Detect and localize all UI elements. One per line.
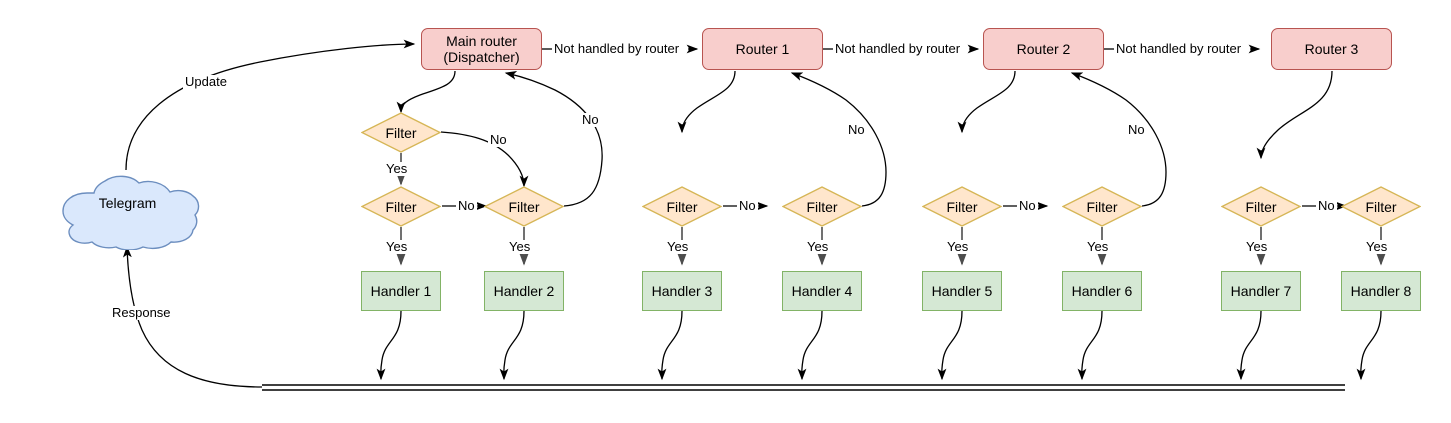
edge-label-yes-5: Yes (805, 239, 831, 254)
node-filter-1[interactable]: Filter (361, 112, 441, 153)
edge-label-yes-7: Yes (1085, 239, 1111, 254)
diamond-shape (1062, 186, 1142, 227)
main-router-label: Main router (Dispatcher) (443, 33, 519, 65)
cloud-icon (62, 175, 200, 251)
edge-handler6-to-bus (1077, 310, 1103, 381)
telegram-label: Telegram (98, 194, 157, 211)
edge-label-not-handled-3: Not handled by router (1114, 41, 1244, 56)
node-handler-6[interactable]: Handler 6 (1062, 271, 1142, 311)
diamond-shape (922, 186, 1002, 227)
node-filter-9[interactable]: Filter (1341, 186, 1421, 227)
node-filter-3[interactable]: Filter (484, 186, 564, 227)
node-router-3[interactable]: Router 3 (1271, 28, 1392, 70)
edge-response (122, 245, 263, 388)
router-3-label: Router 3 (1304, 40, 1359, 57)
node-main-router[interactable]: Main router (Dispatcher) (421, 28, 542, 70)
diamond-shape (484, 186, 564, 227)
edge-label-no-filter8: No (1316, 198, 1337, 213)
handler-4-label: Handler 4 (791, 282, 853, 299)
handler-1-label: Handler 1 (370, 282, 432, 299)
node-router-1[interactable]: Router 1 (702, 28, 823, 70)
filter-1-label: Filter (385, 124, 417, 141)
edge-handler4-to-bus (797, 310, 823, 381)
edge-label-update: Update (183, 74, 229, 89)
edge-handler5-to-bus (937, 310, 963, 381)
edge-label-yes-3: Yes (507, 239, 533, 254)
diamond-shape (1221, 186, 1301, 227)
filter-2-label: Filter (385, 198, 417, 215)
diamond-shape (361, 186, 441, 227)
filter-3-label: Filter (508, 198, 540, 215)
edge-router1-to-filter4 (677, 70, 736, 134)
handler-5-label: Handler 5 (931, 282, 993, 299)
edge-filter5-no-router1 (790, 72, 887, 207)
node-filter-8[interactable]: Filter (1221, 186, 1301, 227)
edge-label-no-filter5-back: No (846, 122, 867, 137)
edge-update (125, 39, 416, 171)
node-router-2[interactable]: Router 2 (983, 28, 1104, 70)
edge-label-no-filter6: No (1017, 198, 1038, 213)
edge-label-yes-2: Yes (384, 239, 410, 254)
filter-5-label: Filter (806, 198, 838, 215)
diamond-shape (361, 112, 441, 153)
edge-label-not-handled-1: Not handled by router (552, 41, 682, 56)
edge-label-no-filter4: No (737, 198, 758, 213)
edge-handler2-to-bus (499, 310, 525, 381)
filter-4-label: Filter (666, 198, 698, 215)
handler-2-label: Handler 2 (493, 282, 555, 299)
edge-handler1-to-bus (376, 310, 402, 381)
filter-8-label: Filter (1245, 198, 1277, 215)
edge-filter1-no-filter3 (440, 131, 529, 188)
handler-8-label: Handler 8 (1350, 282, 1412, 299)
node-handler-8[interactable]: Handler 8 (1341, 271, 1421, 311)
router-2-label: Router 2 (1016, 40, 1071, 57)
edge-label-no-filter3-back: No (580, 112, 601, 127)
node-handler-2[interactable]: Handler 2 (484, 271, 564, 311)
edge-router2-to-filter6 (957, 70, 1016, 134)
node-filter-2[interactable]: Filter (361, 186, 441, 227)
edge-label-no-filter1: No (488, 132, 509, 147)
edge-label-yes-6: Yes (945, 239, 971, 254)
edge-router3-to-filter8 (1256, 70, 1333, 160)
node-filter-6[interactable]: Filter (922, 186, 1002, 227)
edge-handler3-to-bus (657, 310, 683, 381)
handler-3-label: Handler 3 (651, 282, 713, 299)
router-1-label: Router 1 (735, 40, 790, 57)
node-handler-4[interactable]: Handler 4 (782, 271, 862, 311)
diamond-shape (1341, 186, 1421, 227)
edge-handler7-to-bus (1236, 310, 1262, 381)
handler-6-label: Handler 6 (1071, 282, 1133, 299)
node-filter-7[interactable]: Filter (1062, 186, 1142, 227)
node-handler-5[interactable]: Handler 5 (922, 271, 1002, 311)
edge-label-yes-1: Yes (384, 161, 410, 176)
edge-label-yes-9: Yes (1364, 239, 1390, 254)
telegram-cloud[interactable]: Telegram (45, 155, 210, 251)
edge-mainrouter-to-filter1 (396, 70, 456, 114)
filter-7-label: Filter (1086, 198, 1118, 215)
edge-label-no-filter2: No (456, 198, 477, 213)
diamond-shape (642, 186, 722, 227)
edge-label-yes-8: Yes (1244, 239, 1270, 254)
node-handler-3[interactable]: Handler 3 (642, 271, 722, 311)
edge-filter7-no-router2 (1070, 72, 1167, 207)
filter-6-label: Filter (946, 198, 978, 215)
edge-handler8-to-bus (1356, 310, 1382, 381)
handler-7-label: Handler 7 (1230, 282, 1292, 299)
edge-label-yes-4: Yes (665, 239, 691, 254)
node-handler-1[interactable]: Handler 1 (361, 271, 441, 311)
edge-label-response: Response (110, 305, 173, 320)
node-filter-5[interactable]: Filter (782, 186, 862, 227)
node-handler-7[interactable]: Handler 7 (1221, 271, 1301, 311)
edge-label-not-handled-2: Not handled by router (833, 41, 963, 56)
main-router-line1: Main router (446, 32, 517, 49)
main-router-line2: (Dispatcher) (443, 49, 520, 65)
diamond-shape (782, 186, 862, 227)
filter-9-label: Filter (1365, 198, 1397, 215)
edge-label-no-filter7-back: No (1126, 122, 1147, 137)
node-filter-4[interactable]: Filter (642, 186, 722, 227)
